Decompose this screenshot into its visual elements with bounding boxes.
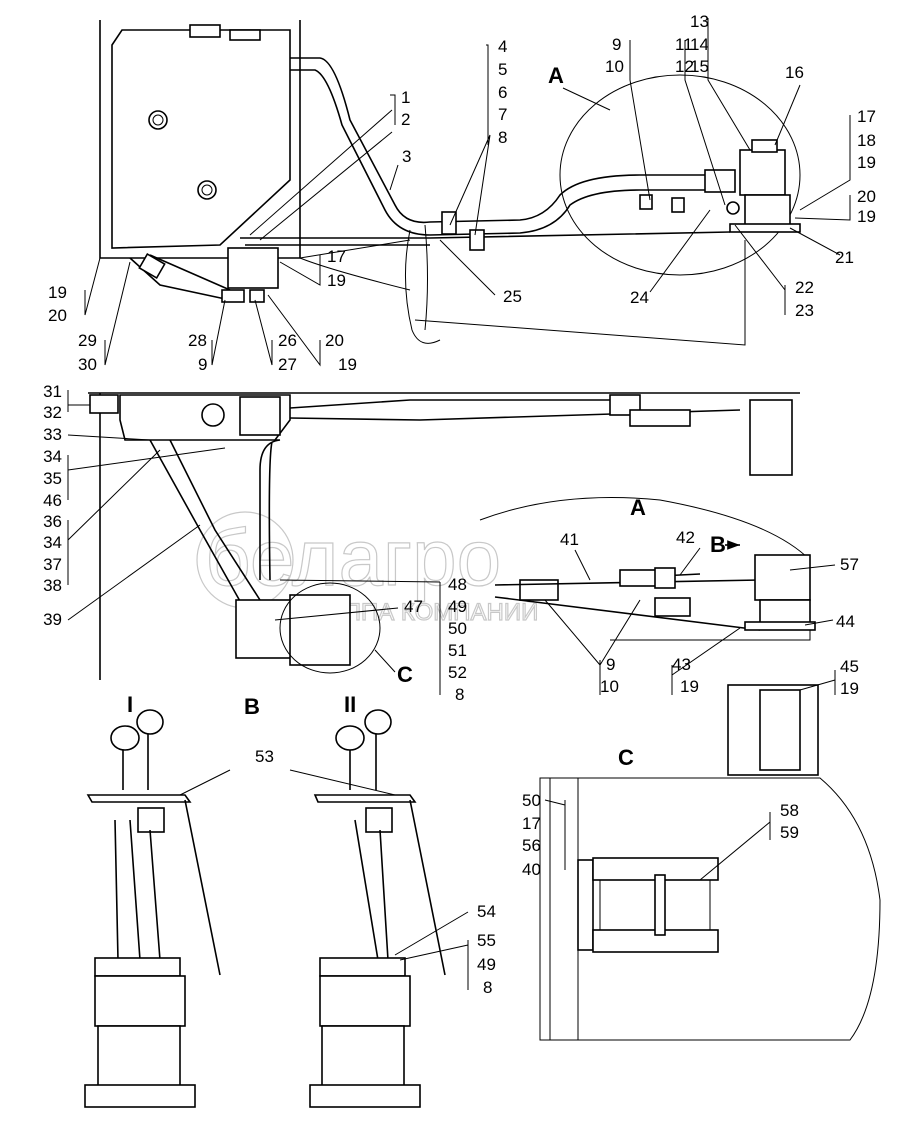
callout-top-32: 28 [188, 331, 207, 350]
callout-top-16: 17 [857, 107, 876, 126]
callout-middle-9: 38 [43, 576, 62, 595]
callout-top-10: 11 [675, 35, 693, 54]
callout-top-21: 21 [835, 248, 854, 267]
callout-top-26: 17 [327, 247, 346, 266]
callout-top-37: 19 [338, 355, 357, 374]
callout-top-34: 26 [278, 331, 297, 350]
callout-bottom-2: 55 [477, 931, 496, 950]
callout-middle-26: 45 [840, 657, 859, 676]
callout-middle-11: 48 [448, 575, 467, 594]
callout-middle-19: 42 [676, 528, 695, 547]
position-i-label: I [127, 692, 133, 717]
callout-middle-6: 36 [43, 512, 62, 531]
callout-middle-27: 19 [840, 679, 859, 698]
callout-bottom-5: 50 [522, 791, 541, 810]
callout-top-13: 14 [690, 35, 709, 54]
callout-bottom-9: 58 [780, 801, 799, 820]
callout-middle-23: 10 [600, 677, 619, 696]
callout-top-31: 30 [78, 355, 97, 374]
callout-middle-15: 51 [448, 641, 467, 660]
callout-middle-8: 37 [43, 555, 62, 574]
callout-top-19: 20 [857, 187, 876, 206]
callout-top-17: 18 [857, 131, 876, 150]
callout-middle-10: 39 [43, 610, 62, 629]
callout-middle-0: 31 [43, 382, 62, 401]
callout-top-18: 19 [857, 153, 876, 172]
callout-top-2: 3 [402, 147, 411, 166]
callout-top-24: 24 [630, 288, 649, 307]
callout-middle-1: 32 [43, 403, 62, 422]
callout-middle-16: 52 [448, 663, 467, 682]
callout-middle-21: 44 [836, 612, 855, 631]
callout-top-29: 20 [48, 306, 67, 325]
callout-top-25: 25 [503, 287, 522, 306]
callout-top-22: 22 [795, 278, 814, 297]
callout-top-5: 6 [498, 83, 507, 102]
leader-lines [67, 18, 851, 990]
view-a-label: A [548, 63, 564, 88]
view-c-title: C [618, 745, 634, 770]
callout-top-15: 16 [785, 63, 804, 82]
callout-top-8: 9 [612, 35, 621, 54]
callout-bottom-7: 56 [522, 836, 541, 855]
callout-middle-24: 43 [672, 655, 691, 674]
callout-top-7: 8 [498, 128, 507, 147]
callout-middle-3: 34 [43, 447, 62, 466]
callout-middle-18: 41 [560, 530, 579, 549]
callout-top-33: 9 [198, 355, 207, 374]
callout-middle-14: 50 [448, 619, 467, 638]
callout-top-11: 12 [675, 57, 694, 76]
callout-top-28: 19 [48, 283, 67, 302]
callout-top-6: 7 [498, 105, 507, 124]
callout-middle-22: 9 [606, 655, 615, 674]
callout-top-9: 10 [605, 57, 624, 76]
callout-top-30: 29 [78, 331, 97, 350]
view-a-detail-title: A [630, 495, 646, 520]
callout-bottom-0: 53 [255, 747, 274, 766]
callout-top-1: 2 [401, 110, 410, 129]
callout-middle-4: 35 [43, 469, 62, 488]
callout-top-12: 13 [690, 12, 709, 31]
top-assembly [99, 20, 801, 346]
view-c-marker: C [397, 662, 413, 687]
callout-bottom-8: 40 [522, 860, 541, 879]
callout-top-0: 1 [401, 88, 410, 107]
view-b-arrow-label: B [710, 532, 726, 557]
callout-bottom-3: 49 [477, 955, 496, 974]
view-b-title: B [244, 694, 260, 719]
position-ii-label: II [344, 692, 356, 717]
callout-top-4: 5 [498, 60, 507, 79]
callout-bottom-10: 59 [780, 823, 799, 842]
lever-assembly-ii [309, 709, 446, 1108]
callout-middle-12: 49 [448, 597, 467, 616]
middle-assembly [88, 392, 819, 776]
callout-middle-25: 19 [680, 677, 699, 696]
callout-top-35: 27 [278, 355, 297, 374]
callout-middle-2: 33 [43, 425, 62, 444]
callout-bottom-4: 8 [483, 978, 492, 997]
callout-top-14: 15 [690, 57, 709, 76]
callout-top-36: 20 [325, 331, 344, 350]
callout-top-20: 19 [857, 207, 876, 226]
lever-assembly-i [84, 709, 221, 1108]
callout-middle-5: 46 [43, 491, 62, 510]
callout-top-27: 19 [327, 271, 346, 290]
callout-middle-20: 57 [840, 555, 859, 574]
callout-bottom-1: 54 [477, 902, 496, 921]
callout-bottom-6: 17 [522, 814, 541, 833]
callout-top-23: 23 [795, 301, 814, 320]
callout-middle-7: 34 [43, 533, 62, 552]
callout-middle-13: 47 [404, 597, 423, 616]
section-c [539, 777, 881, 1041]
callout-top-3: 4 [498, 37, 507, 56]
callout-middle-17: 8 [455, 685, 464, 704]
